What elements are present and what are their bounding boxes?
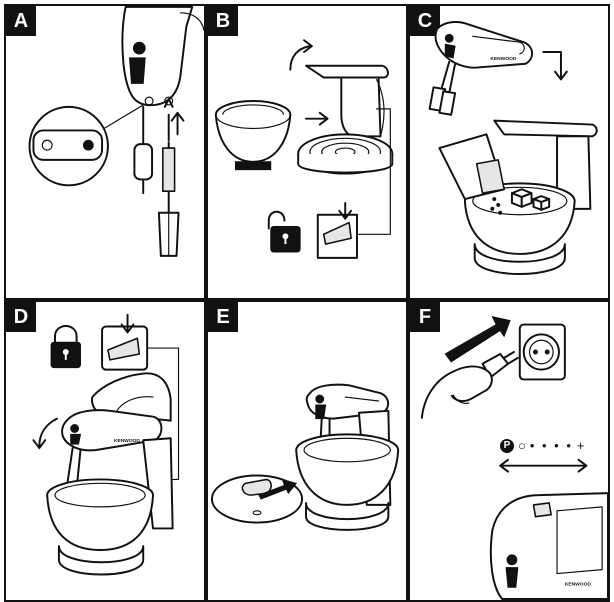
panel-b: B [206, 4, 408, 300]
panel-d: D KENWOOD [4, 300, 206, 602]
speed-steps: • • • • [529, 438, 573, 453]
panel-f: F KENWOOD P ○ • • • • + [408, 300, 610, 602]
panel-label-e: E [208, 302, 238, 332]
add-ingredients-illustration: KENWOOD [428, 21, 598, 276]
arrow-down-icon [542, 51, 568, 81]
brand-label-d: KENWOOD [114, 438, 141, 444]
speed-scale: P ○ • • • • + [500, 438, 585, 453]
rotate-arrow-icon-d [38, 417, 58, 448]
brand-label-f: KENWOOD [565, 581, 592, 587]
plug-in-and-speed-illustration: KENWOOD [420, 316, 608, 600]
lock-closed-icon [50, 325, 81, 369]
fit-splash-guard-illustration [210, 383, 400, 531]
speed-max-icon: + [576, 438, 585, 453]
socket-icon [518, 323, 566, 381]
pulse-icon: P [500, 438, 514, 453]
lower-mixer-head-illustration: KENWOOD [32, 313, 180, 576]
panel-label-c: C [410, 6, 440, 36]
arrow-right-icon [305, 111, 329, 126]
brand-label: KENWOOD [490, 56, 517, 62]
arrow-icon-f [444, 316, 511, 363]
panel-label-b: B [208, 6, 238, 36]
speed-off-icon: ○ [518, 438, 526, 453]
panel-label-a: A [6, 6, 36, 36]
panel-e: E [206, 300, 408, 602]
panel-a: A [4, 4, 206, 300]
lock-open-icon [267, 210, 301, 253]
panel-label-f: F [410, 302, 440, 332]
panel-c: C KENWOOD [408, 4, 610, 300]
mixer-beater-insert-illustration [28, 6, 204, 257]
rotate-arrow-icon [289, 45, 311, 71]
arrow-icon-e [258, 478, 298, 500]
stand-bowl-illustration [214, 39, 394, 259]
panel-label-d: D [6, 302, 36, 332]
